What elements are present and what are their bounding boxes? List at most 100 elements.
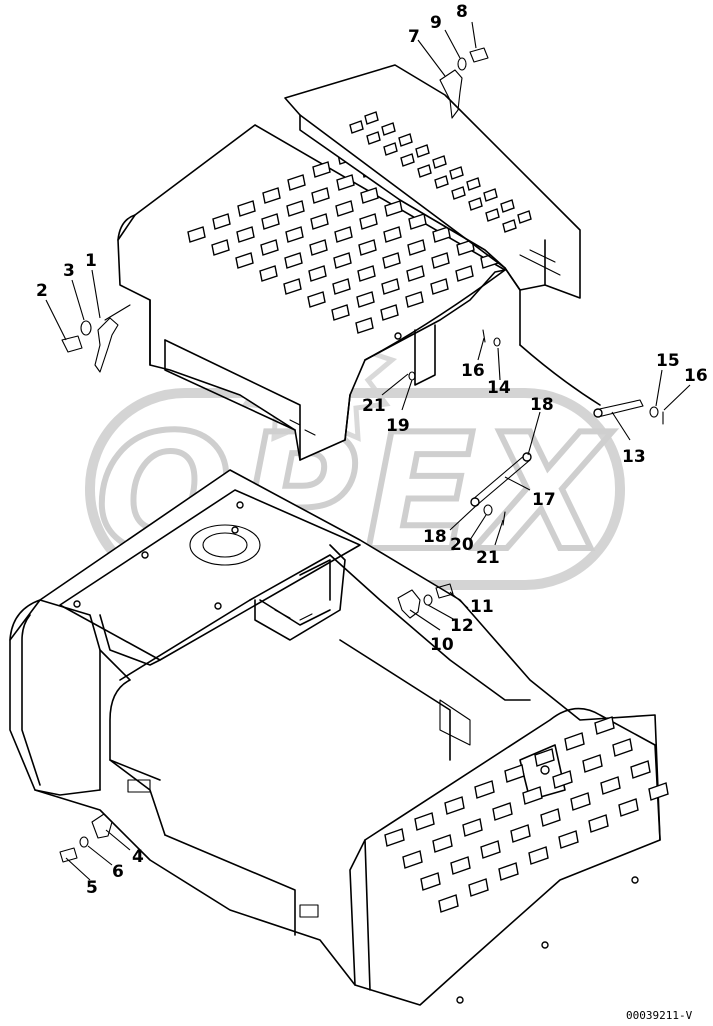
vent-hole <box>364 111 379 125</box>
vent-hole <box>594 716 615 735</box>
vent-hole <box>434 175 449 189</box>
vent-hole <box>588 814 609 833</box>
callout-2: 2 <box>36 281 48 301</box>
vent-hole <box>211 239 230 256</box>
vent-hole <box>402 850 423 869</box>
callout-14: 14 <box>487 378 511 398</box>
vent-hole <box>498 862 519 881</box>
vent-hole <box>334 226 353 243</box>
vent-hole <box>331 304 350 321</box>
vent-hole <box>618 798 639 817</box>
vent-hole <box>612 738 633 757</box>
vent-hole <box>468 878 489 897</box>
vent-hole <box>466 177 481 191</box>
vent-hole <box>552 770 573 789</box>
vent-hole <box>332 278 351 295</box>
callout-21-upper: 21 <box>362 396 386 416</box>
vent-hole <box>456 239 475 256</box>
vent-hole <box>311 187 330 204</box>
washer-part-6 <box>79 836 89 848</box>
vent-hole <box>450 856 471 875</box>
vent-hole <box>349 120 364 134</box>
washer-part-9 <box>457 57 467 71</box>
vent-hole <box>430 278 449 295</box>
latch-part-1 <box>94 304 131 373</box>
vent-hole <box>415 144 430 158</box>
vent-hole <box>540 808 561 827</box>
callout-21-lower: 21 <box>476 548 500 568</box>
vent-hole <box>438 894 459 913</box>
vent-hole <box>261 213 280 230</box>
callout-3: 3 <box>63 261 75 281</box>
vent-hole <box>383 142 398 156</box>
washer-part-15 <box>649 406 659 418</box>
pin-part-16-left <box>482 329 486 343</box>
callout-13: 13 <box>622 447 646 467</box>
vent-hole <box>398 133 413 147</box>
vent-hole <box>582 754 603 773</box>
vent-hole <box>336 174 355 191</box>
pin-part-21-lower <box>502 511 506 526</box>
callout-12: 12 <box>450 616 474 636</box>
vent-hole <box>357 265 376 282</box>
vent-hole <box>310 213 329 230</box>
bolt-part-5 <box>59 847 78 863</box>
vent-hole <box>517 210 532 224</box>
latch-part-4 <box>91 813 113 839</box>
vent-hole <box>462 818 483 837</box>
vent-hole <box>502 219 517 233</box>
vent-hole <box>359 213 378 230</box>
vent-hole <box>356 291 375 308</box>
washer-part-19 <box>408 371 416 381</box>
vent-hole <box>485 208 500 222</box>
vent-hole <box>384 200 403 217</box>
vent-hole <box>335 200 354 217</box>
vent-hole <box>417 164 432 178</box>
vent-hole <box>212 213 231 230</box>
vent-hole <box>558 830 579 849</box>
callout-20: 20 <box>450 535 474 555</box>
callout-16-left: 16 <box>461 361 485 381</box>
vent-hole <box>235 252 254 269</box>
rod-part-13 <box>593 399 644 418</box>
vent-holes-right-panel <box>384 716 669 913</box>
vent-hole <box>480 840 501 859</box>
vent-hole <box>333 252 352 269</box>
vent-hole <box>285 226 304 243</box>
bolt-part-8 <box>469 47 489 63</box>
vent-hole <box>237 200 256 217</box>
washer-part-20 <box>483 504 493 516</box>
vent-hole <box>406 265 425 282</box>
document-id: 00039211-V <box>626 1009 693 1022</box>
vent-hole <box>455 265 474 282</box>
callout-18-lower: 18 <box>423 527 447 547</box>
vent-hole <box>400 153 415 167</box>
vent-hole <box>262 187 281 204</box>
vent-hole <box>308 265 327 282</box>
vent-hole <box>312 161 331 178</box>
washer-part-14 <box>493 337 501 347</box>
callout-18-upper: 18 <box>530 395 554 415</box>
vent-hole <box>381 278 400 295</box>
vent-hole <box>287 174 306 191</box>
vent-hole <box>286 200 305 217</box>
vent-hole <box>504 764 525 783</box>
callout-9: 9 <box>430 13 442 33</box>
callout-15: 15 <box>656 351 680 371</box>
vent-hole <box>474 780 495 799</box>
callout-16-right: 16 <box>684 366 708 386</box>
vent-hole <box>236 226 255 243</box>
latch-part-10 <box>397 589 421 619</box>
callout-11: 11 <box>470 597 494 617</box>
vent-hole <box>407 239 426 256</box>
vent-hole <box>648 782 669 801</box>
callout-19: 19 <box>386 416 410 436</box>
callout-labels: 1 2 3 4 5 6 7 8 9 10 11 12 13 14 15 16 1… <box>36 2 708 898</box>
vent-hole <box>432 226 451 243</box>
vent-hole <box>420 872 441 891</box>
vent-holes-rear-cover <box>349 111 532 233</box>
hood-body <box>9 469 669 1006</box>
vent-hole <box>600 776 621 795</box>
vent-hole <box>405 291 424 308</box>
vent-hole <box>284 252 303 269</box>
